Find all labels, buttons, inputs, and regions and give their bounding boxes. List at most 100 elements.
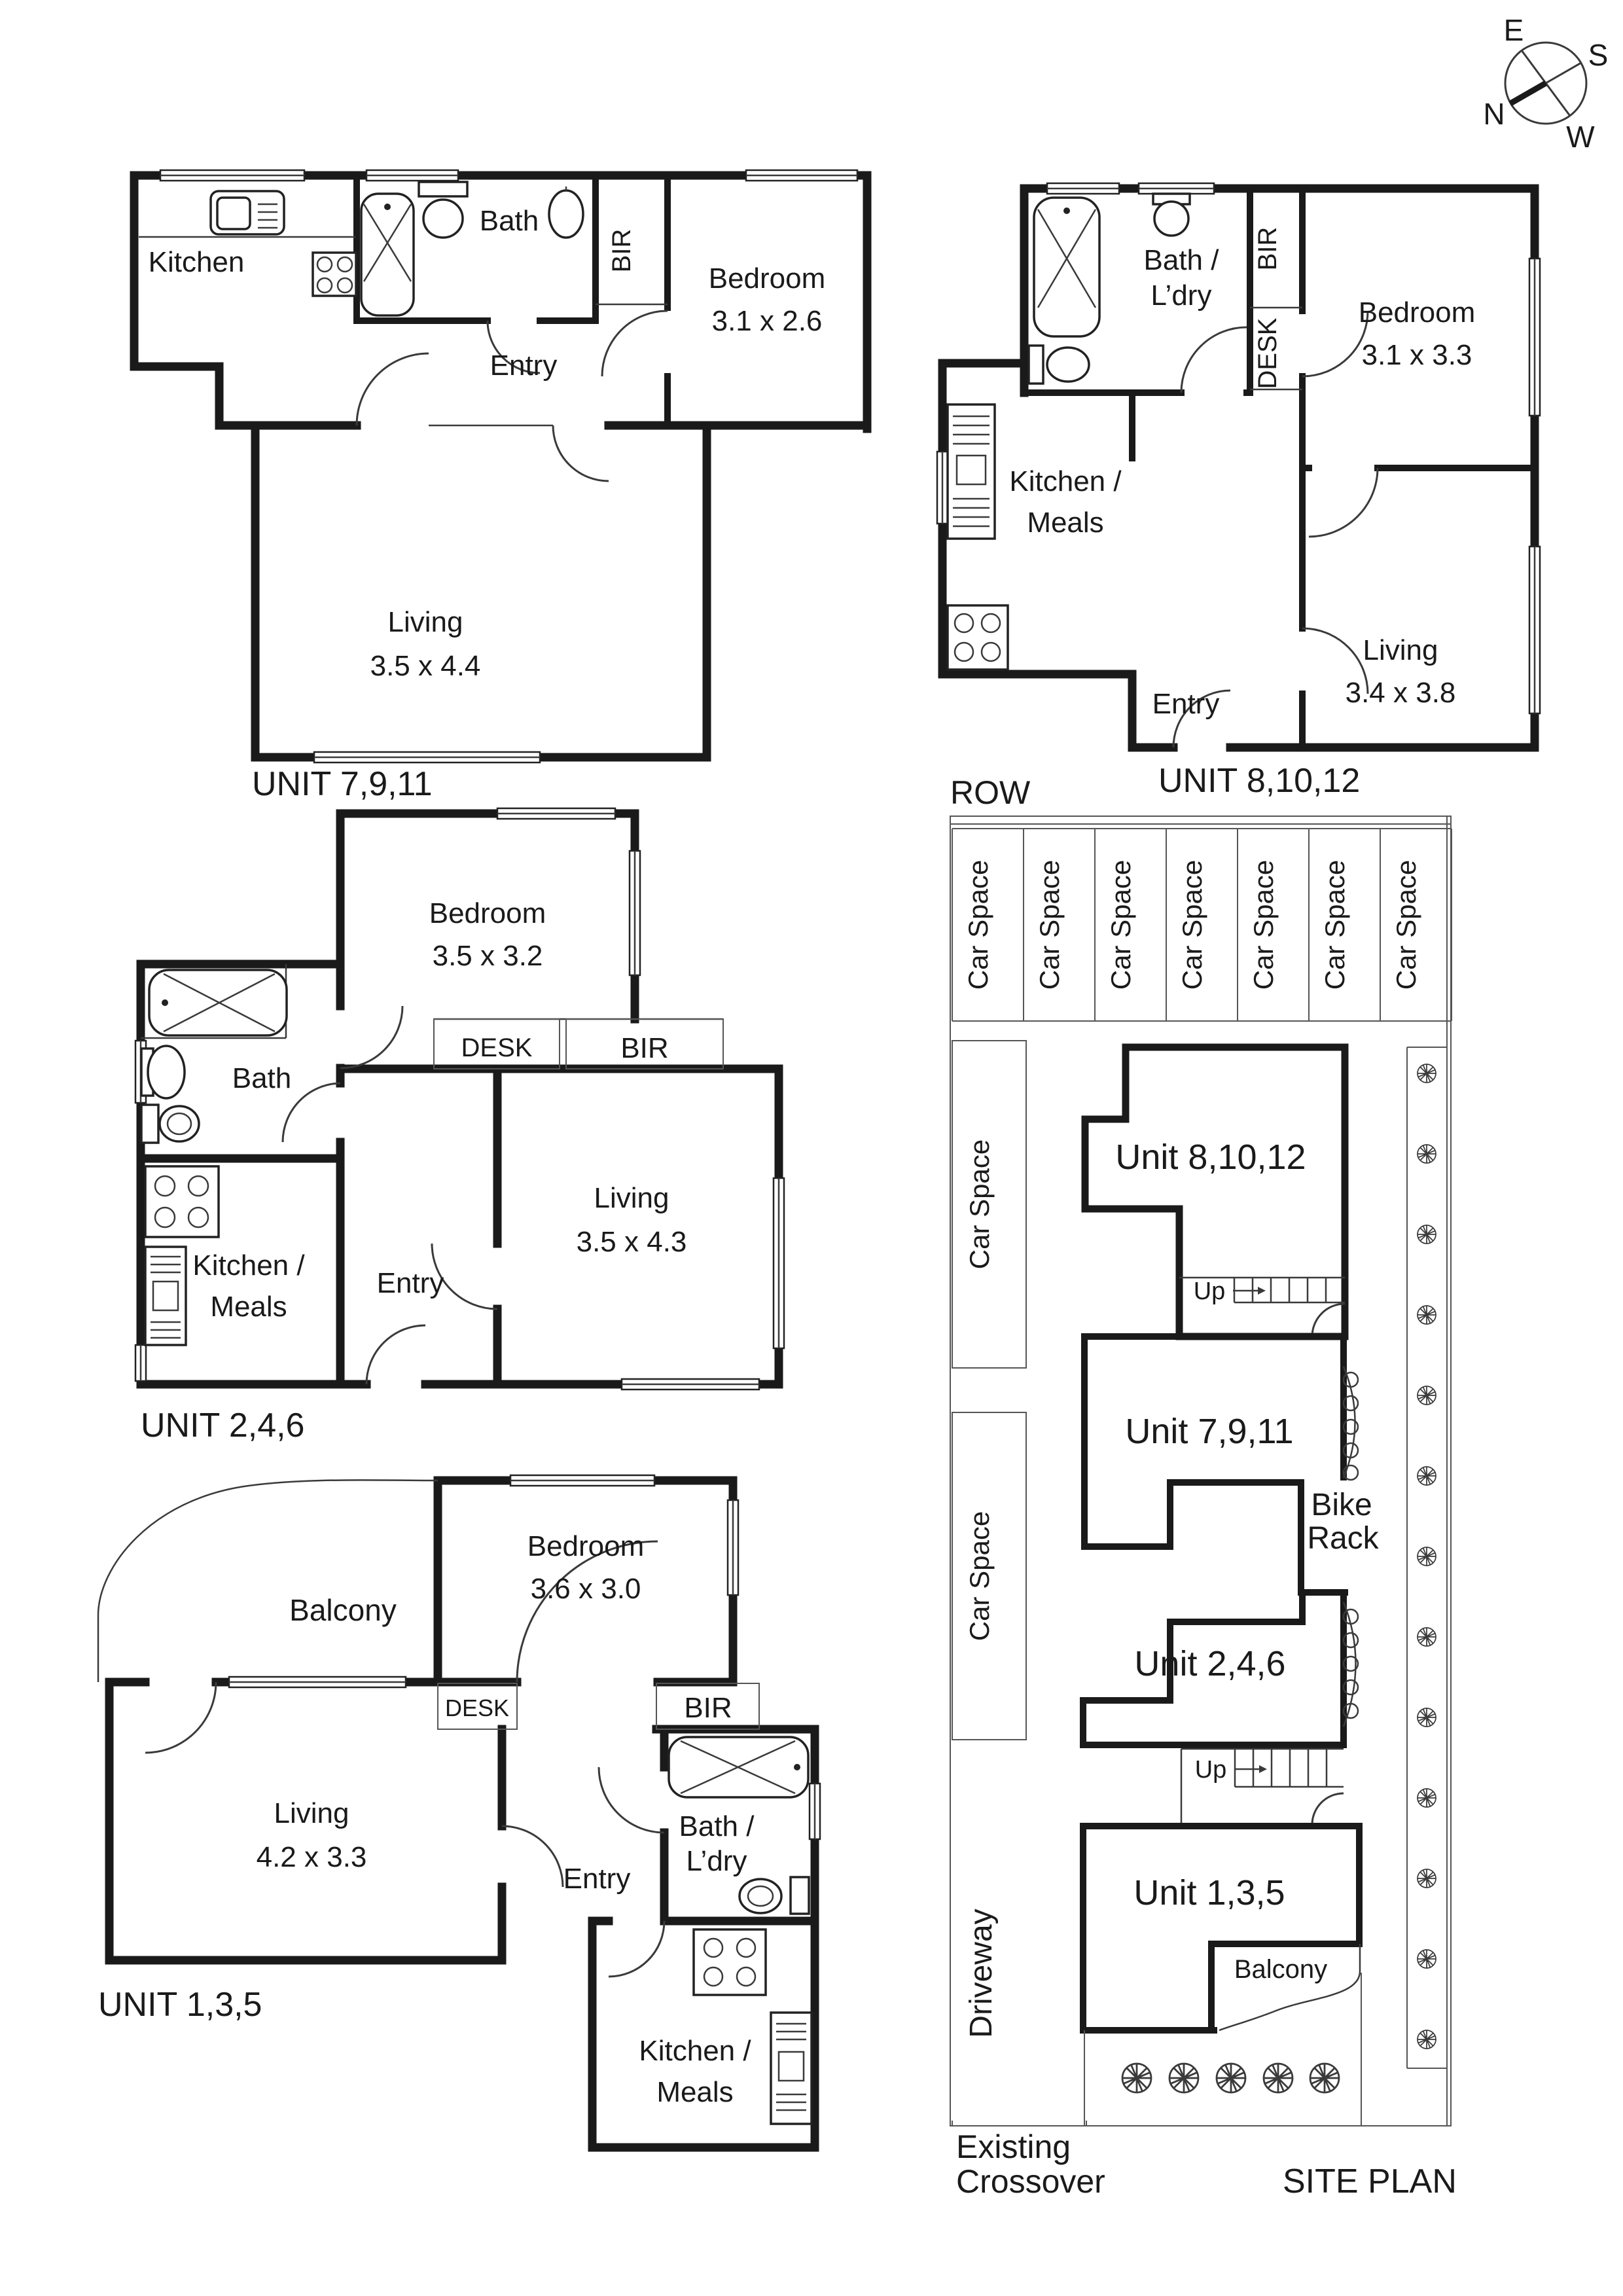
unit1-desk-label: DESK xyxy=(445,1695,509,1721)
site-bike-rack-label-1: Bike xyxy=(1311,1488,1372,1522)
unit1-balcony-door-arc xyxy=(145,1681,217,1754)
unit7-living-label: Living xyxy=(388,606,463,638)
compass-label-n: N xyxy=(1483,97,1505,131)
unit1-bath-door-arc xyxy=(597,1767,665,1834)
unit8-bedroom-label: Bedroom xyxy=(1359,296,1476,329)
compass-n-needle xyxy=(1508,81,1548,106)
unit1-kitchen-door-arc xyxy=(608,1920,666,1978)
unit7-interior-walls xyxy=(353,172,671,429)
unit8-basin-icon xyxy=(1152,192,1191,237)
site-plan: ROW Car Space Car Space Car Space Car Sp… xyxy=(950,774,1457,2200)
unit2-bedroom-door-arc xyxy=(340,1005,404,1069)
site-unit1-label: Unit 1,3,5 xyxy=(1133,1873,1285,1912)
unit7-stove-icon xyxy=(312,251,357,297)
site-stair1-door-arc xyxy=(1311,1302,1346,1337)
compass-rose: E S N W xyxy=(1483,13,1608,154)
unit8-windows xyxy=(936,182,1541,715)
site-building-unit1: Unit 1,3,5 Balcony xyxy=(1080,1823,1363,2034)
landscape-strip xyxy=(1406,1047,1447,2069)
unit8-bedroom-dim: 3.1 x 3.3 xyxy=(1362,339,1472,371)
unit7-bath-label: Bath xyxy=(480,205,539,237)
car-space-label: Car Space xyxy=(1105,860,1136,990)
unit8-kitchen-label-2: Meals xyxy=(1027,507,1103,539)
car-space-label: Car Space xyxy=(1177,860,1207,990)
unit2-kitchen-label-2: Meals xyxy=(210,1291,287,1323)
site-building-unit7: Unit 7,9,11 Bike Rack xyxy=(1081,1333,1380,1596)
unit7-basin-icon xyxy=(548,187,584,239)
unit2-bedroom-label: Bedroom xyxy=(429,897,546,929)
unit8-thin-lines xyxy=(1250,306,1302,391)
site-bottom-garden xyxy=(1084,1973,1362,2126)
unit2-fridge-icon xyxy=(144,1246,187,1346)
unit8-living-lower-door-arc xyxy=(1302,627,1369,694)
unit8-living-label: Living xyxy=(1363,634,1438,666)
site-driveway-label: Driveway xyxy=(964,1909,999,2037)
floor-plan-unit-1-3-5: Balcony Bedroom 3.6 x 3.0 DESK BIR Livin… xyxy=(97,1474,821,2152)
unit1-bath-label-2: L’dry xyxy=(687,1845,747,1877)
site-balcony-label: Balcony xyxy=(1234,1955,1327,1984)
site-up-label-2: Up xyxy=(1195,1756,1227,1784)
unit1-windows xyxy=(228,1474,821,1840)
floor-plan-unit-7-9-11: Kitchen Bath BIR Bedroom 3.1 x 2.6 Entry… xyxy=(130,169,872,803)
unit1-living-label: Living xyxy=(274,1797,349,1829)
unit7-front-door-arc xyxy=(552,425,609,482)
unit2-kitchen-label-1: Kitchen / xyxy=(192,1249,305,1282)
unit2-bath-door-arc xyxy=(281,1082,341,1143)
unit8-bathtub-icon xyxy=(1033,196,1101,338)
compass-label-w: W xyxy=(1566,120,1595,154)
compass-circle xyxy=(1504,41,1588,125)
unit2-entry-label: Entry xyxy=(377,1267,444,1299)
site-stair2-door-arc xyxy=(1311,1792,1344,1825)
floor-plan-unit-8-10-12: Bath / L’dry BIR DESK Bedroom 3.1 x 3.3 … xyxy=(936,182,1541,800)
unit8-fridge-icon xyxy=(946,403,996,540)
site-plan-title: SITE PLAN xyxy=(1283,2162,1457,2200)
unit2-windows xyxy=(134,807,785,1391)
unit1-bath-label-1: Bath / xyxy=(679,1810,755,1842)
unit7-bathtub-icon xyxy=(360,192,415,317)
car-space-label: Car Space xyxy=(1319,860,1350,990)
compass-s-needle xyxy=(1545,62,1582,84)
unit8-bath-label-1: Bath / xyxy=(1144,244,1220,276)
unit2-basin-icon xyxy=(140,1045,186,1100)
site-unit7-label: Unit 7,9,11 xyxy=(1125,1412,1293,1451)
unit2-living-dim: 3.5 x 4.3 xyxy=(577,1226,687,1258)
unit1-bedroom-door-arc xyxy=(516,1540,658,1683)
unit1-desk-box xyxy=(437,1683,518,1730)
car-space-label: Car Space xyxy=(964,1139,995,1269)
bike-rack-icons-1 xyxy=(1342,1366,1359,1481)
unit1-bathtub-icon xyxy=(668,1736,810,1799)
unit7-bedroom-door-arc xyxy=(601,310,668,377)
unit8-bedroom-door-arc xyxy=(1302,310,1369,378)
unit1-stove-icon xyxy=(692,1928,767,1996)
unit8-bir-label: BIR xyxy=(1253,227,1282,271)
car-space-label: Car Space xyxy=(964,1511,995,1641)
unit7-kitchen-sink-icon xyxy=(209,190,285,236)
unit8-front-door-arc xyxy=(1172,689,1231,748)
unit2-living-door-arc xyxy=(431,1243,498,1310)
unit1-bedroom-dim: 3.6 x 3.0 xyxy=(531,1573,641,1605)
site-unit8-label: Unit 8,10,12 xyxy=(1115,1138,1306,1177)
unit7-living-dim: 3.5 x 4.4 xyxy=(370,650,481,682)
bike-rack-icons-2 xyxy=(1342,1602,1359,1727)
unit1-bir-label: BIR xyxy=(684,1692,732,1724)
unit2-bir-label: BIR xyxy=(620,1032,668,1064)
unit1-living-dim: 4.2 x 3.3 xyxy=(257,1841,367,1873)
site-crossover-label-1: Existing xyxy=(956,2128,1071,2165)
unit7-entry-label: Entry xyxy=(490,350,558,382)
site-crossover-label-2: Crossover xyxy=(956,2163,1105,2200)
unit2-title: UNIT 2,4,6 xyxy=(141,1407,304,1444)
floor-plan-unit-2-4-6: Bedroom 3.5 x 3.2 DESK BIR Bath Kitchen … xyxy=(134,807,785,1444)
unit8-living-dim: 3.4 x 3.8 xyxy=(1346,677,1456,709)
unit8-interior-walls xyxy=(1021,185,1538,751)
unit8-toilet-icon xyxy=(1027,344,1090,385)
unit8-title: UNIT 8,10,12 xyxy=(1158,762,1360,800)
unit2-front-door-arc xyxy=(365,1324,426,1385)
unit8-desk-label: DESK xyxy=(1253,317,1282,389)
site-row-label: ROW xyxy=(950,774,1031,811)
unit1-balcony-label: Balcony xyxy=(289,1593,397,1627)
unit2-bathtub-icon xyxy=(148,969,288,1037)
compass-label-s: S xyxy=(1588,38,1609,72)
car-space-side: Car Space Car Space xyxy=(952,1040,1027,1740)
unit8-bath-label-2: L’dry xyxy=(1151,279,1212,312)
